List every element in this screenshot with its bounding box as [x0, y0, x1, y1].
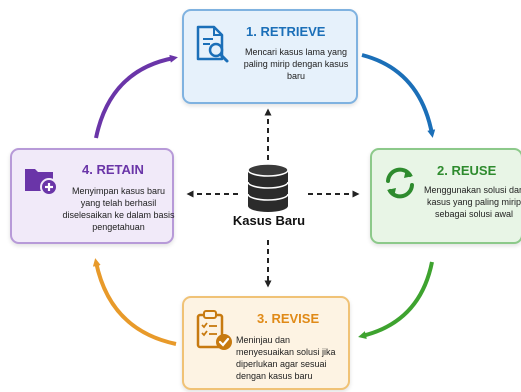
stage-description: Mencari kasus lama yang paling mirip den…	[243, 47, 349, 81]
arrow-revise-to-retain	[92, 258, 177, 346]
refresh-cycle-icon	[386, 167, 414, 199]
stage-title: 1. RETRIEVE	[246, 24, 326, 39]
arrow-retain-to-retrieve	[94, 54, 178, 139]
center-label: Kasus Baru	[232, 213, 306, 228]
stage-title: 4. RETAIN	[82, 162, 144, 177]
stage-revise: 3. REVISE Meninjau dan menyesuaikan solu…	[182, 296, 350, 390]
folder-add-icon	[25, 169, 58, 196]
stage-retrieve: 1. RETRIEVE Mencari kasus lama yang pali…	[182, 9, 358, 104]
stage-description: Menyimpan kasus baru yang telah berhasil…	[62, 186, 175, 232]
stage-reuse: 2. REUSE Menggunakan solusi dari kasus y…	[370, 148, 521, 244]
stage-retain: 4. RETAIN Menyimpan kasus baru yang tela…	[10, 148, 175, 244]
arrow-reuse-to-revise	[358, 261, 434, 339]
stage-title: 2. REUSE	[437, 163, 497, 178]
stage-title: 3. REVISE	[257, 311, 320, 326]
stage-description: Meninjau dan menyesuaikan solusi jika di…	[236, 335, 336, 381]
clipboard-check-icon	[196, 310, 232, 350]
arrow-retrieve-to-reuse	[361, 53, 436, 138]
stage-description: Menggunakan solusi dari kasus yang palin…	[423, 185, 521, 219]
database-icon	[247, 163, 289, 212]
document-search-icon	[196, 25, 229, 63]
